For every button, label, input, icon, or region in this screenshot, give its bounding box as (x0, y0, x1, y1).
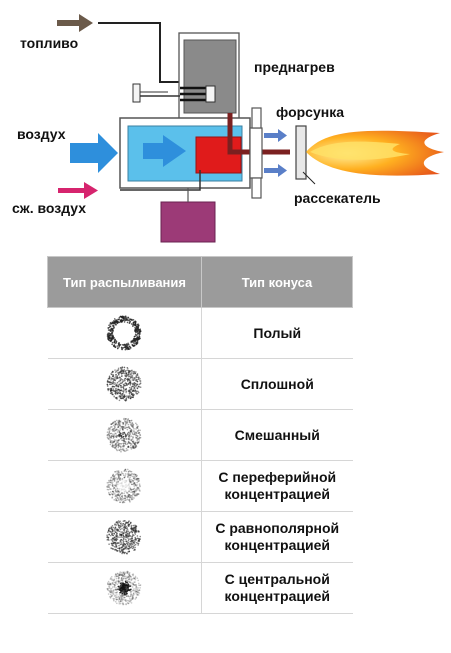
diffuser-label: рассекатель (294, 190, 381, 206)
fuel-label: топливо (20, 35, 79, 51)
spray-pattern-cell (47, 358, 202, 410)
cone-type-label: Сплошной (201, 358, 353, 410)
flame (306, 130, 444, 176)
compressed-air-inlet-arrow (58, 182, 98, 199)
uniform-spot-icon (106, 520, 142, 555)
spray-pattern-cell (47, 511, 202, 563)
table-header-row: Тип распыливания Тип конуса (47, 256, 353, 308)
table-row: С переферийной концентрацией (47, 460, 353, 512)
fuel-line (98, 22, 180, 83)
spray-pattern-cell (47, 307, 202, 359)
table-row: С равнополярной концентрацией (47, 511, 353, 563)
diffuser-leader (302, 171, 316, 185)
spray-pattern-cell (47, 562, 202, 614)
compressed-air-line (120, 170, 201, 191)
compressed-air-label: сж. воздух (12, 200, 87, 216)
thermostat (132, 83, 141, 103)
spray-pattern-cell (47, 460, 202, 512)
central-spot-icon (106, 570, 142, 606)
preheat-label: преднагрев (254, 59, 335, 75)
air-inlet-arrow (70, 133, 118, 173)
cone-type-label: С центральной концентрацией (201, 562, 353, 614)
table-row: Сплошной (47, 358, 353, 410)
cone-type-label: С равнополярной концентрацией (201, 511, 353, 563)
table-row: Полый (47, 307, 353, 359)
cone-type-label: Смешанный (201, 409, 353, 461)
air-label: воздух (17, 126, 66, 142)
header-cone-type: Тип конуса (201, 256, 353, 308)
fuel-pipe (227, 113, 290, 155)
peripheral-spot-icon (106, 468, 142, 504)
inner-air-arrow (143, 135, 186, 167)
nozzle-head (249, 127, 263, 179)
fuel-inlet-arrow (57, 14, 93, 32)
spray-pattern-cell (47, 409, 202, 461)
heating-coil-cap (205, 85, 216, 103)
pump (160, 201, 216, 243)
nozzle-block (195, 136, 242, 174)
nozzle-label: форсунка (276, 104, 344, 120)
diffuser-plate (295, 125, 307, 180)
table-row: Смешанный (47, 409, 353, 461)
mixed-spot-icon (106, 417, 142, 453)
outlet-arrows (264, 129, 287, 177)
hollow-ring-icon (106, 315, 142, 351)
cone-type-label: Полый (201, 307, 353, 359)
cone-type-label: С переферийной концентрацией (201, 460, 353, 512)
nozzle-bracket-bottom (251, 177, 262, 199)
table-row: С центральной концентрацией (47, 562, 353, 614)
nozzle-bracket-top (251, 107, 262, 129)
burner-diagram (57, 14, 444, 243)
header-spray-type: Тип распыливания (47, 256, 202, 308)
solid-spot-icon (106, 366, 142, 402)
